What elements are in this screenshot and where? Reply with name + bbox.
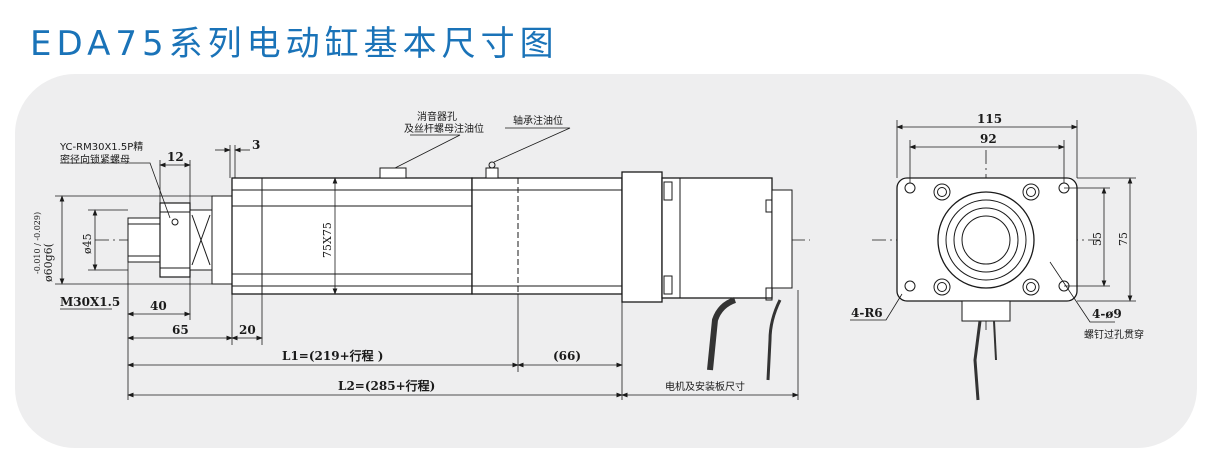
motor-note: 电机及安装板尺寸 bbox=[665, 380, 745, 393]
dim-75x75: 75X75 bbox=[321, 222, 334, 258]
nut-note-line1: YC-RM30X1.5P精 bbox=[59, 140, 143, 153]
page-title: EDA75系列电动缸基本尺寸图 bbox=[30, 24, 559, 64]
dim-55: 55 bbox=[1091, 232, 1104, 246]
dim-phi60-tol: -0.010 / -0.029) bbox=[33, 212, 42, 274]
dim-phi9: 4-ø9 bbox=[1092, 307, 1122, 321]
muffler-note-line1: 消音器孔 bbox=[417, 110, 457, 123]
dim-92: 92 bbox=[980, 132, 997, 146]
dim-75: 75 bbox=[1117, 232, 1130, 246]
dim-phi45: ø45 bbox=[81, 233, 94, 254]
dim-l1: L1=(219+行程 ) bbox=[282, 348, 383, 363]
dim-115: 115 bbox=[977, 112, 1002, 126]
dim-66: (66) bbox=[553, 349, 581, 363]
dim-l2: L2=(285+行程) bbox=[338, 378, 435, 393]
dim-r6: 4-R6 bbox=[851, 306, 883, 320]
dim-3: 3 bbox=[252, 138, 260, 152]
muffler-note-line2: 及丝杆螺母注油位 bbox=[404, 122, 484, 135]
hole-note: 螺钉过孔贯穿 bbox=[1084, 328, 1144, 341]
dim-65: 65 bbox=[172, 323, 189, 337]
dim-12: 12 bbox=[167, 150, 184, 164]
bearing-note: 轴承注油位 bbox=[513, 114, 563, 127]
side-view bbox=[95, 161, 810, 381]
dim-m30: M30X1.5 bbox=[60, 295, 120, 309]
end-view bbox=[872, 150, 1100, 401]
dim-20: 20 bbox=[239, 323, 256, 337]
nut-note-line2: 密径向锁紧螺母 bbox=[60, 153, 130, 166]
dim-phi60: ø60g6( bbox=[42, 243, 55, 282]
dim-40: 40 bbox=[150, 299, 167, 313]
